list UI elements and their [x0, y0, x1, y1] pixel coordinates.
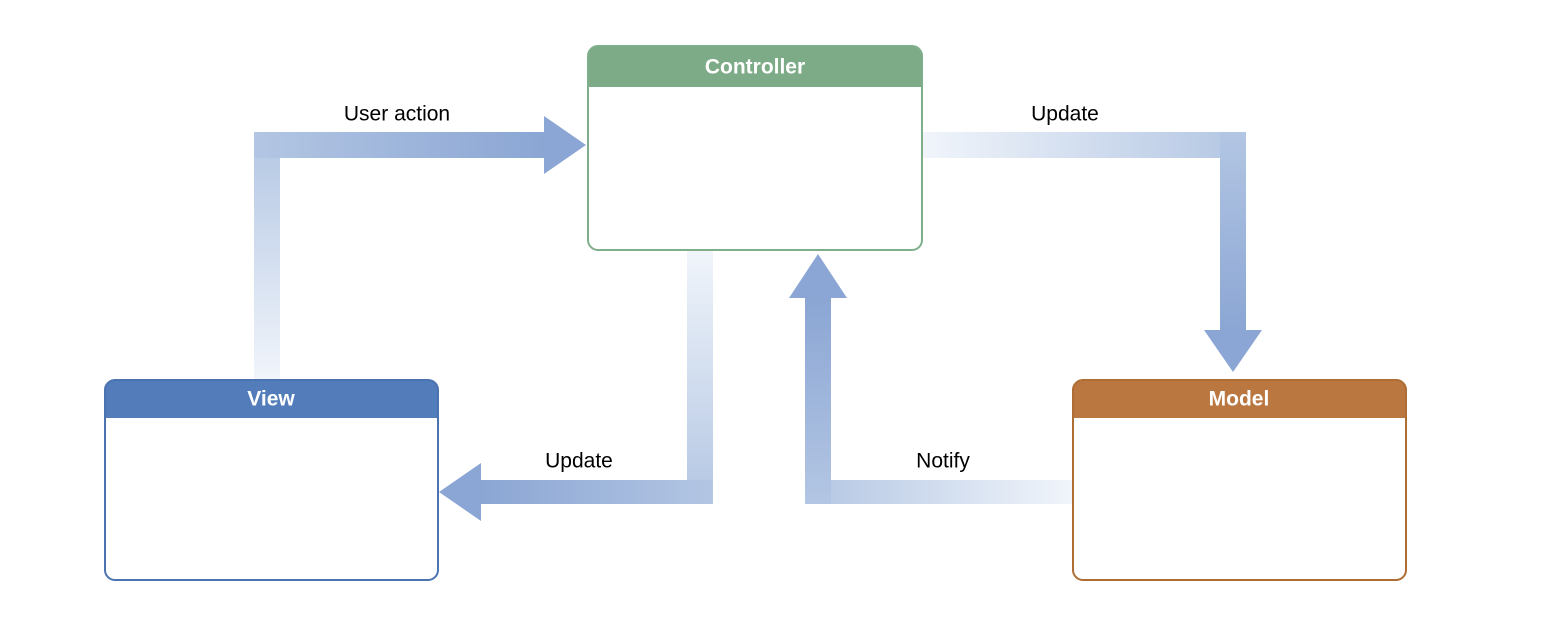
edge-segment-vertical: [254, 132, 280, 380]
edge-segment-vertical: [687, 250, 713, 504]
edge-segment-horizontal: [481, 480, 713, 504]
edge-label: Update: [545, 450, 613, 473]
edge-update-view: Update: [439, 250, 713, 521]
node-title: Model: [1209, 388, 1270, 411]
node-border: [587, 45, 923, 251]
arrowhead-right: [544, 116, 586, 174]
edge-label: Update: [1031, 103, 1099, 126]
node-title: Controller: [705, 56, 805, 79]
node-title: View: [247, 388, 295, 411]
node-controller: Controller: [587, 45, 923, 251]
node-body: [105, 380, 438, 580]
edge-label: Notify: [916, 450, 970, 473]
edge-segment-horizontal: [922, 132, 1246, 158]
edge-segment-horizontal: [254, 132, 544, 158]
node-header: [105, 380, 438, 418]
node-border: [104, 379, 439, 581]
edge-segment-horizontal: [805, 480, 1073, 504]
node-view: View: [104, 379, 439, 581]
arrowhead-up: [789, 254, 847, 298]
edge-update-model: Update: [922, 103, 1262, 372]
node-model: Model: [1072, 379, 1407, 581]
edge-user-action: User action: [254, 103, 586, 380]
edge-label: User action: [344, 103, 450, 126]
node-header: [588, 46, 922, 87]
arrowhead-left: [439, 463, 481, 521]
node-border: [1072, 379, 1407, 581]
edge-notify: Notify: [789, 254, 1073, 504]
node-header: [1073, 380, 1406, 418]
arrowhead-down: [1204, 330, 1262, 372]
edge-segment-vertical: [1220, 132, 1246, 332]
edge-segment-vertical: [805, 298, 831, 504]
node-body: [588, 46, 922, 250]
node-body: [1073, 380, 1406, 580]
